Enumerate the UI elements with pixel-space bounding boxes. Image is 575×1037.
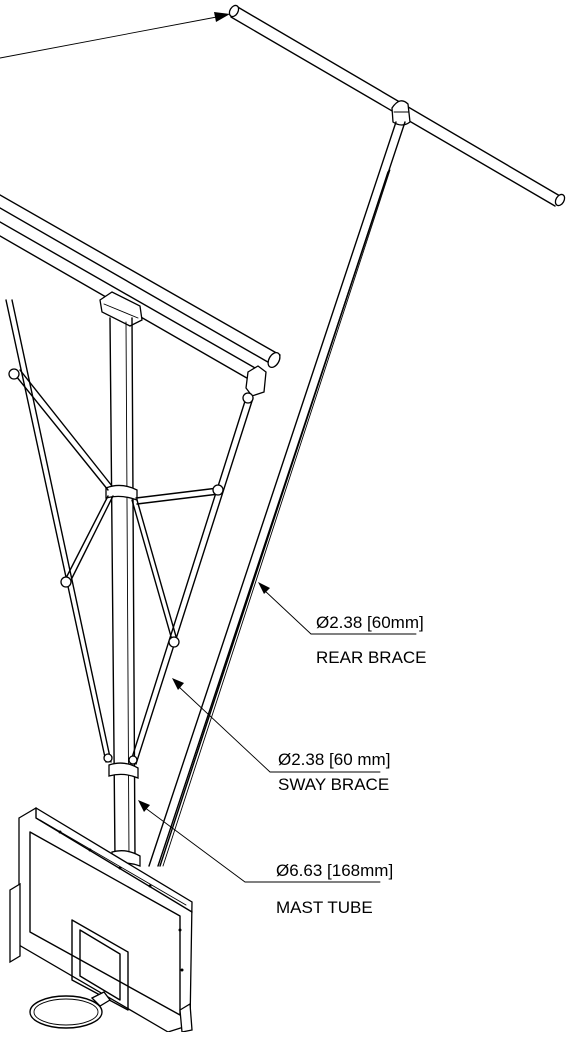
- rear-brace-dimension: Ø2.38 [60mm]: [316, 613, 424, 632]
- callout-mast-tube: Ø6.63 [168mm] MAST TUBE: [138, 800, 393, 917]
- rear-brace-top-clamp: [391, 100, 411, 126]
- main-upper-bars: [0, 194, 281, 386]
- mast-tube-dimension: Ø6.63 [168mm]: [276, 861, 393, 880]
- top-leader-arrow: [0, 12, 230, 59]
- mast-tube: [105, 317, 141, 867]
- rear-brace: [148, 121, 406, 867]
- sway-brace-truss: [5, 299, 254, 765]
- sway-brace-label: SWAY BRACE: [278, 775, 389, 794]
- callout-sway-brace: Ø2.38 [60 mm] SWAY BRACE: [172, 678, 390, 794]
- rear-brace-label: REAR BRACE: [316, 648, 427, 667]
- sway-brace-dimension: Ø2.38 [60 mm]: [278, 750, 390, 769]
- mast-tube-label: MAST TUBE: [276, 898, 373, 917]
- callout-rear-brace: Ø2.38 [60mm] REAR BRACE: [258, 582, 427, 667]
- backboard: [9, 807, 193, 1033]
- mast-top-clamp: [99, 291, 267, 397]
- basketball-rim: [29, 991, 111, 1029]
